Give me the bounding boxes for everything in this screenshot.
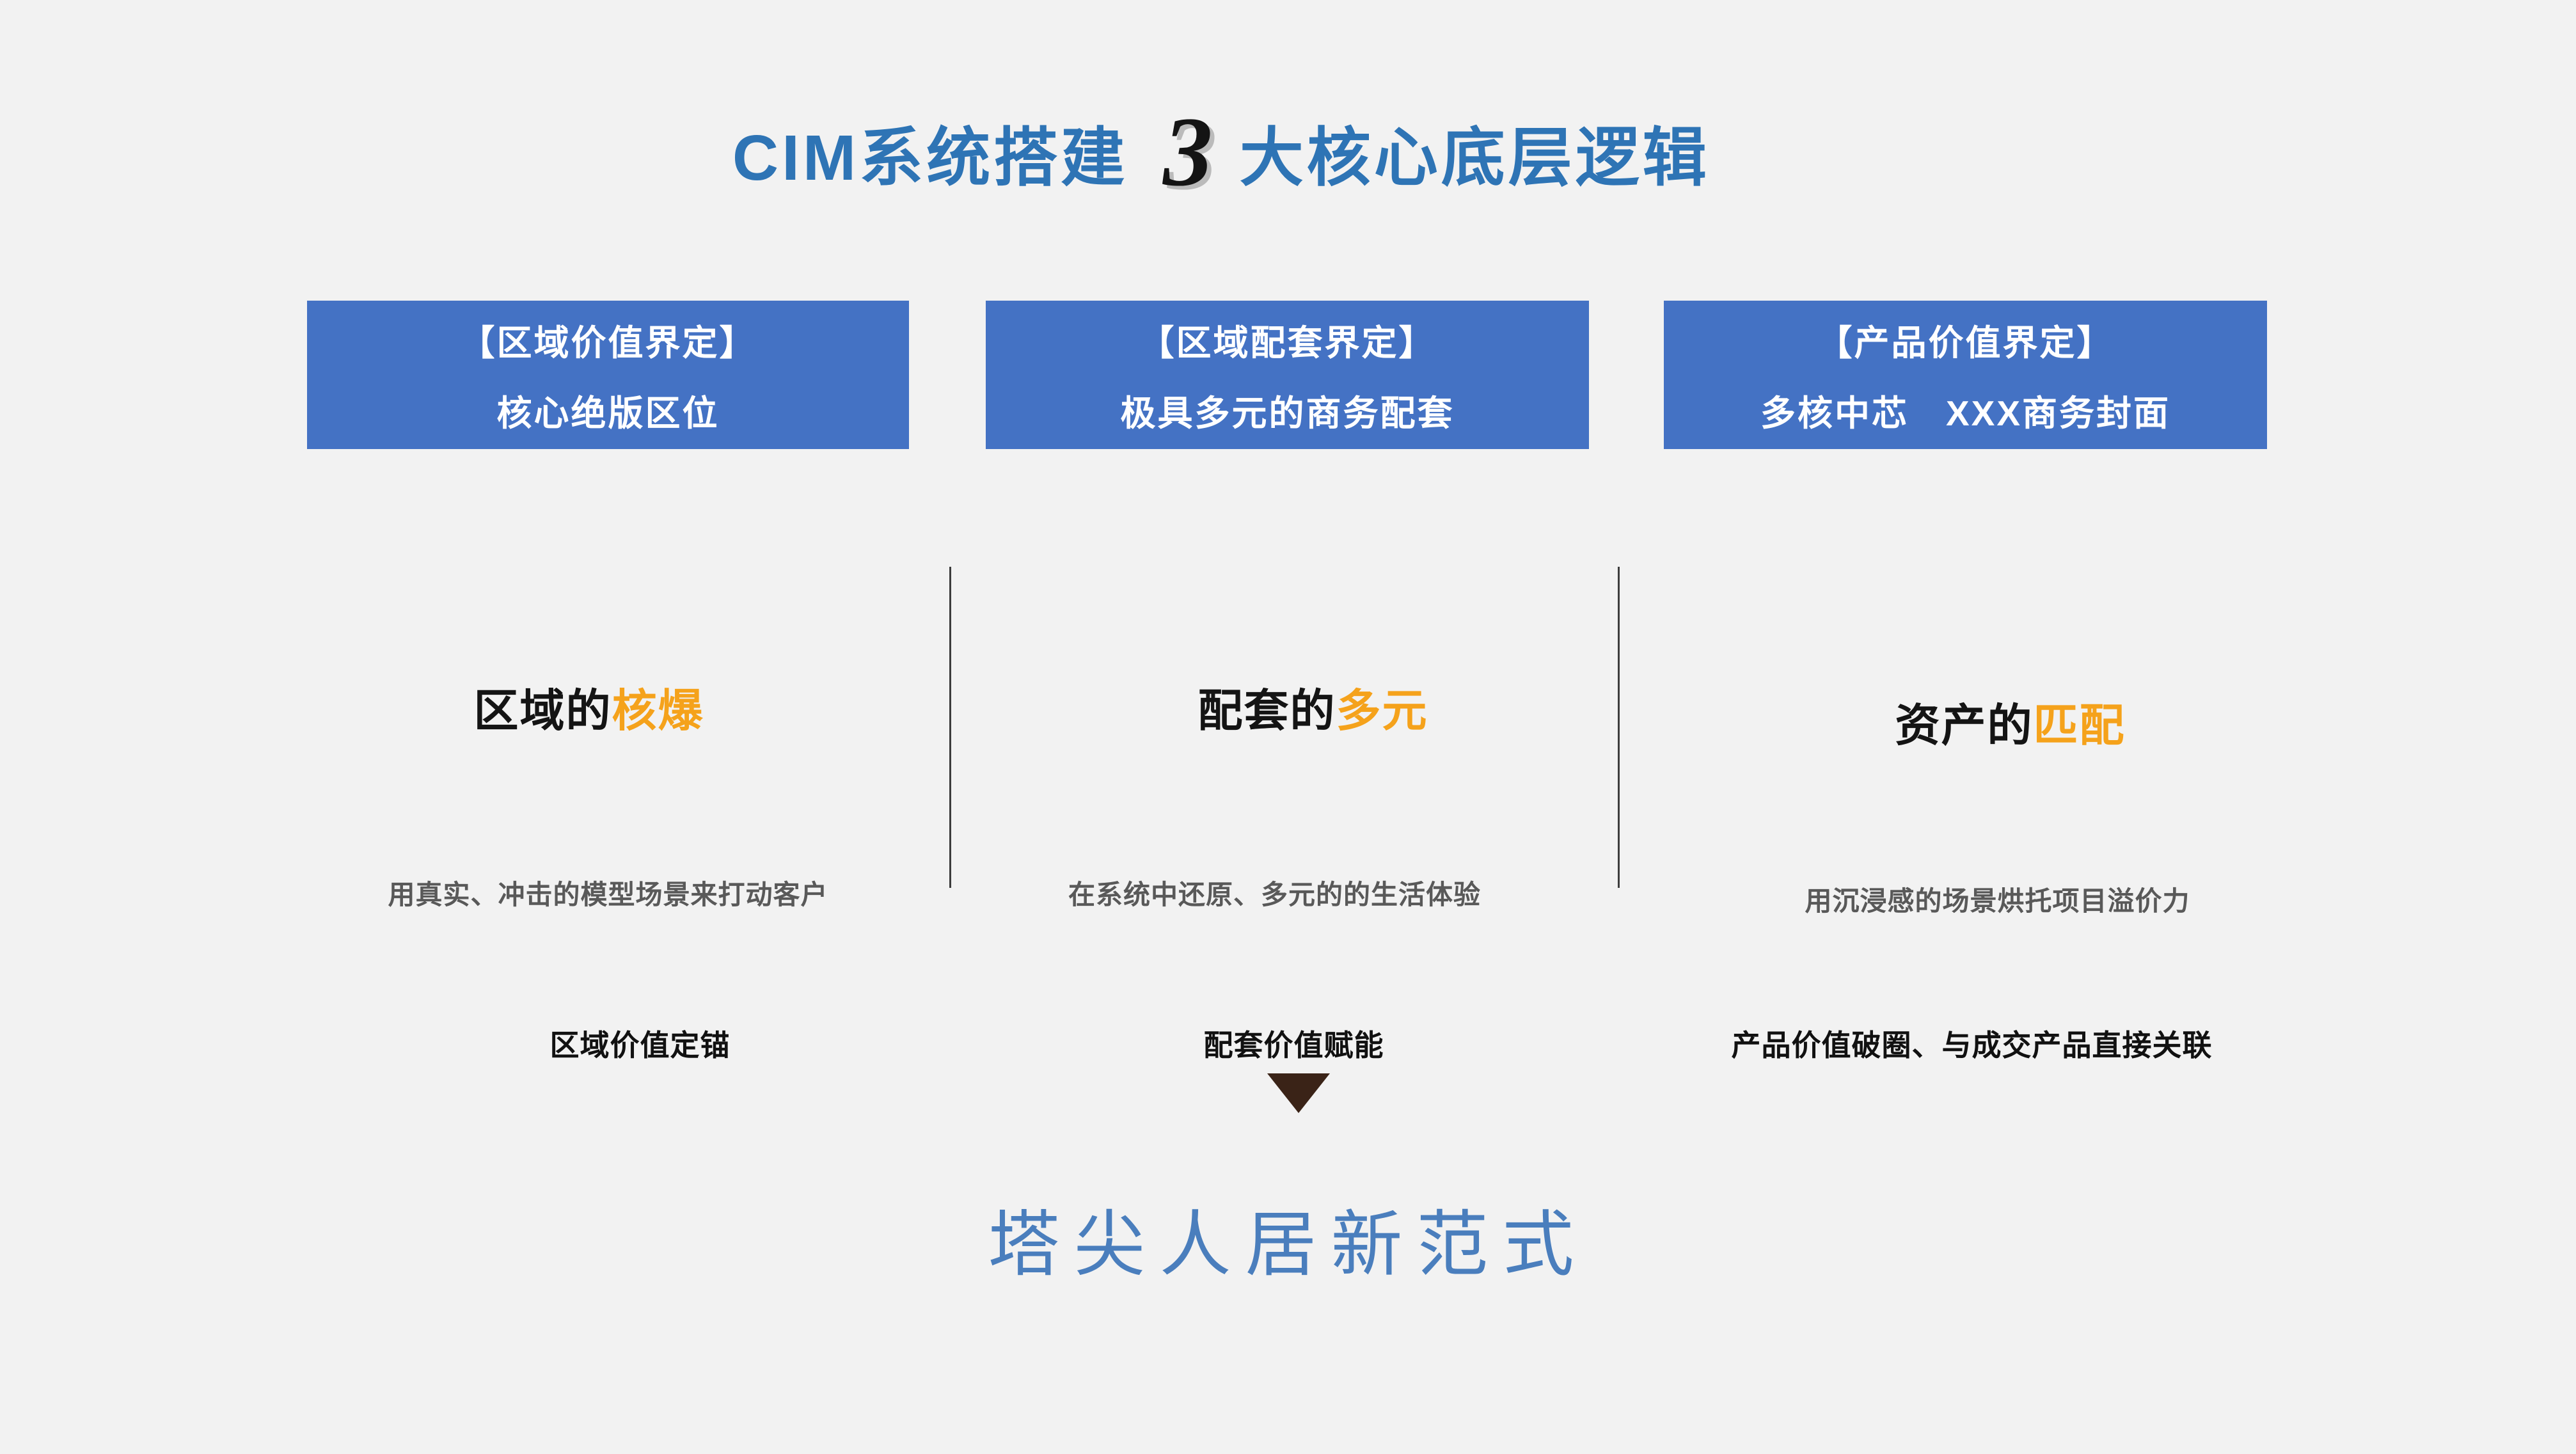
column-label: 区域价值定锚 — [549, 1029, 731, 1062]
heading-orange-text: 匹配 — [2033, 700, 2126, 750]
header-box-line2: 多核中芯 XXX商务封面 — [1760, 393, 2171, 433]
column-label: 产品价值破圈、与成交产品直接关联 — [1731, 1029, 2213, 1062]
header-box-line2: 极具多元的商务配套 — [1120, 393, 1455, 433]
heading-black-text: 配套的 — [1197, 686, 1336, 736]
page-title-inner: CIM系统搭建 3 大核心底层逻辑 — [732, 96, 1710, 207]
column-label: 配套价值赋能 — [1203, 1029, 1384, 1062]
heading-black-text: 区域的 — [473, 686, 612, 736]
column-divider — [1618, 567, 1620, 888]
page-title: CIM系统搭建 3 大核心底层逻辑 — [0, 96, 2576, 207]
header-box-line2: 核心绝版区位 — [496, 393, 720, 433]
column-heading-amenities: 配套的多元 — [1011, 675, 1615, 739]
heading-orange-text: 核爆 — [612, 686, 704, 736]
column-divider — [949, 567, 951, 888]
header-box-region-value: 【区域价值界定】 核心绝版区位 — [307, 301, 909, 449]
header-box-line1: 【区域配套界定】 — [1139, 323, 1436, 363]
heading-black-text: 资产的 — [1895, 700, 2034, 750]
header-box-product-value: 【产品价值界定】 多核中芯 XXX商务封面 — [1664, 301, 2267, 449]
header-box-line1: 【区域价值界定】 — [459, 323, 757, 363]
column-heading-asset: 资产的匹配 — [1709, 690, 2312, 754]
header-box-region-amenities: 【区域配套界定】 极具多元的商务配套 — [986, 301, 1589, 449]
column-description: 用真实、冲击的模型场景来打动客户 — [388, 880, 828, 910]
footer-slogan: 塔尖人居新范式 — [988, 1205, 1588, 1284]
column-heading-region: 区域的核爆 — [288, 675, 890, 739]
heading-orange-text: 多元 — [1336, 686, 1428, 736]
title-number: 3 — [1163, 96, 1213, 207]
title-prefix: CIM系统搭建 — [732, 122, 1128, 194]
column-description: 用沉浸感的场景烘托项目溢价力 — [1805, 886, 2190, 916]
triangle-down-icon — [1267, 1073, 1330, 1113]
column-description: 在系统中还原、多元的的生活体验 — [1068, 880, 1481, 910]
title-suffix: 大核心底层逻辑 — [1239, 122, 1710, 194]
header-box-line1: 【产品价值界定】 — [1817, 323, 2114, 363]
